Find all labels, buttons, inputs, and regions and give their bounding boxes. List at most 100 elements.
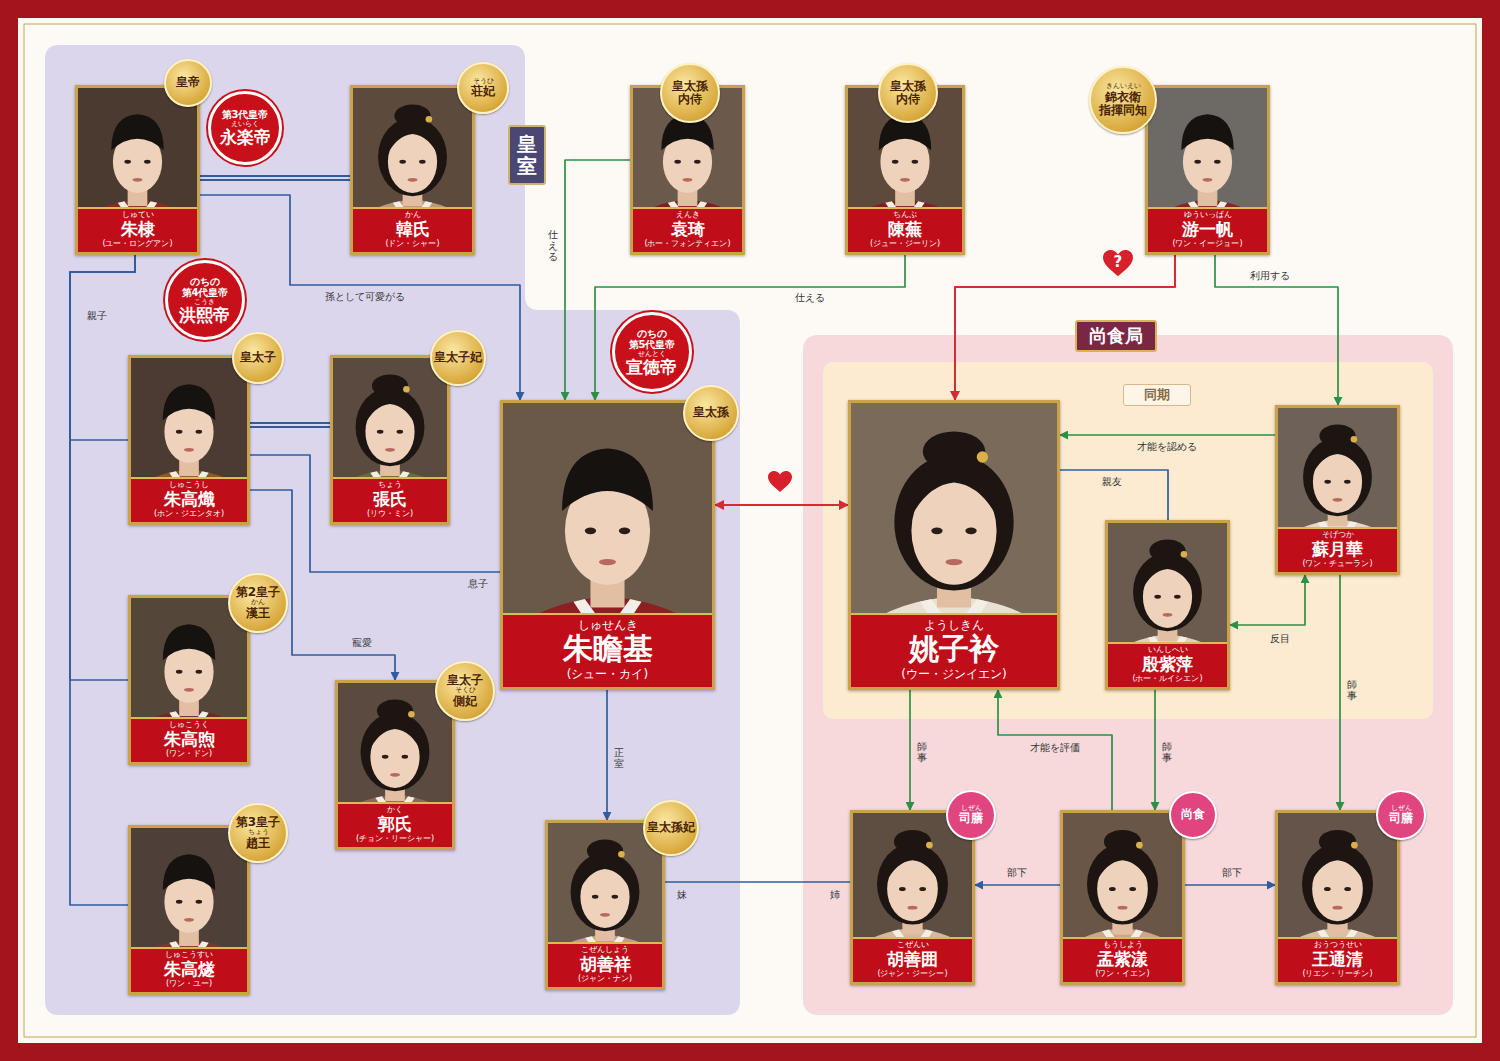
connector <box>715 505 848 506</box>
portrait-eye <box>397 430 404 434</box>
relation-line <box>1060 470 1168 520</box>
character-name: 朱棣 <box>80 220 195 240</box>
badge-text-block: しぜん司膳 <box>949 805 993 826</box>
name-ruby: おうつうせい <box>1280 941 1395 950</box>
portrait-mouth <box>599 559 616 565</box>
region-tag: 皇室 <box>508 125 546 185</box>
heart-symbol <box>1103 250 1133 276</box>
actor-name: (ワン・イージョー) <box>1150 239 1265 249</box>
portrait-hair <box>1095 848 1149 883</box>
name-plate: しゅせんき朱瞻基(シュー・カイ) <box>503 613 712 687</box>
portrait-eye <box>377 430 384 434</box>
portrait-backdrop <box>131 828 247 992</box>
badge-text-block: 皇帝 <box>167 76 209 89</box>
portrait-hair <box>1087 843 1158 924</box>
portrait-eye <box>899 887 906 891</box>
portrait-robe <box>851 596 1057 687</box>
portrait-eye <box>176 900 183 904</box>
badge-title: 錦衣衛 指揮同知 <box>1093 91 1153 117</box>
portrait-eye <box>919 887 926 891</box>
relation-line <box>1154 690 1156 810</box>
badge-ruby: そうひ <box>460 78 506 86</box>
portrait-mouth <box>1163 613 1173 617</box>
connector <box>998 690 1112 810</box>
portrait-mouth <box>385 448 395 452</box>
portrait-eye <box>144 160 151 164</box>
actor-name: (リエン・リーチン) <box>1280 969 1395 979</box>
relation-label: 息子 <box>466 578 490 590</box>
portrait-eye <box>1174 595 1181 599</box>
portrait-backdrop <box>1063 813 1182 982</box>
role-badge: 尚食 <box>1169 791 1217 839</box>
relation-label: 部下 <box>1220 867 1244 879</box>
portrait-hat <box>562 448 653 510</box>
actor-name: (ジャン・ジーシー) <box>855 969 970 979</box>
relation-label: 師事 <box>1161 740 1173 764</box>
role-badge: 第2皇子かん漢王 <box>228 573 288 633</box>
portrait-hair <box>1311 442 1364 476</box>
portrait-robe <box>1063 928 1182 982</box>
circle-text: のちの 第5代皇帝せんとく宣徳帝 <box>620 328 685 377</box>
connector <box>1155 690 1156 810</box>
relation-line <box>715 504 848 506</box>
name-ruby: えんき <box>635 211 740 220</box>
region-tag: 同期 <box>1123 384 1191 406</box>
relation-label: 部下 <box>1005 867 1029 879</box>
character-card: かん韓氏(ドン・シャー)そうひ荘妃 <box>350 85 475 255</box>
portrait-mouth <box>1333 498 1343 502</box>
same-cohort-region: 同期ようしきん姚子衿(ウー・ジンイエン)いんしへい殷紫萍(ホー・ルイシエン)そげ… <box>823 362 1433 719</box>
reign-title-circle: 第3代皇帝えいらく永楽帝 <box>208 91 282 165</box>
portrait-eye <box>196 430 203 434</box>
character-name: 袁琦 <box>635 220 740 240</box>
portrait-hair <box>369 717 422 751</box>
portrait-eye <box>612 895 619 899</box>
portrait-eye <box>912 160 919 164</box>
character-name: 朱高燧 <box>133 960 245 980</box>
reign-order: 第3代皇帝 <box>215 109 275 121</box>
badge-text-block: 皇太孫妃 <box>647 821 696 834</box>
character-name: 蘇月華 <box>1280 540 1395 560</box>
portrait-robe <box>78 200 197 252</box>
portrait-hair <box>885 848 939 883</box>
connector <box>1340 575 1341 810</box>
relation-line <box>1215 255 1338 405</box>
relation-label: 反目 <box>1268 633 1292 645</box>
actor-name: (リウ・ミン) <box>335 509 445 519</box>
heart-symbols <box>768 250 1133 492</box>
badge-title: 皇太孫 内侍 <box>664 80 717 106</box>
portrait-hair <box>908 463 999 523</box>
character-card: ゆういっぱん游一帆(ワン・イージョー)きんいえい錦衣衛 指揮同知 <box>1145 85 1270 255</box>
connector <box>910 690 911 810</box>
portrait-hat <box>163 624 215 660</box>
portrait-bun <box>1319 830 1356 854</box>
connector <box>1060 470 1168 520</box>
badge-title: 皇太孫 内侍 <box>882 80 935 106</box>
character-card: しゅせんき朱瞻基(シュー・カイ)皇太孫 <box>500 400 715 690</box>
portrait-hat <box>111 114 163 150</box>
badge-title: 司膳 <box>1379 812 1423 825</box>
portrait-eye <box>1154 595 1161 599</box>
name-plate: ちんぶ陳蕪(ジュー・ジーリン) <box>848 207 962 252</box>
portrait-bun <box>394 104 430 127</box>
portrait-bun <box>1104 830 1141 854</box>
name-plate: しゅてい朱棣(ユー・ロングアン) <box>78 207 197 252</box>
reign-name: 宣徳帝 <box>620 358 685 377</box>
character-card: ようしきん姚子衿(ウー・ジンイエン) <box>848 400 1060 690</box>
portrait-backdrop <box>131 598 247 762</box>
connector <box>250 425 330 426</box>
character-card: かく郭氏(チョン・リーシャー)皇太子そくひ側妃 <box>335 680 455 850</box>
portrait-backdrop <box>78 88 197 252</box>
portrait-robe <box>353 200 472 252</box>
portrait-backdrop <box>1148 88 1267 252</box>
actor-name: (チョン・リーシャー) <box>340 834 450 844</box>
character-card: こぜんしょう胡善祥(ジャン・ナン)皇太孫妃 <box>545 820 665 990</box>
actor-name: (ウー・ジンイエン) <box>853 667 1055 681</box>
portrait-mouth <box>600 913 610 917</box>
connector <box>607 690 608 820</box>
actor-name: (シュー・カイ) <box>505 667 710 681</box>
portrait-eye <box>1109 887 1116 891</box>
portrait-robe <box>848 200 962 252</box>
character-card: ちょう張氏(リウ・ミン)皇太子妃 <box>330 355 450 525</box>
role-badge: 皇太孫 内侍 <box>878 63 938 123</box>
